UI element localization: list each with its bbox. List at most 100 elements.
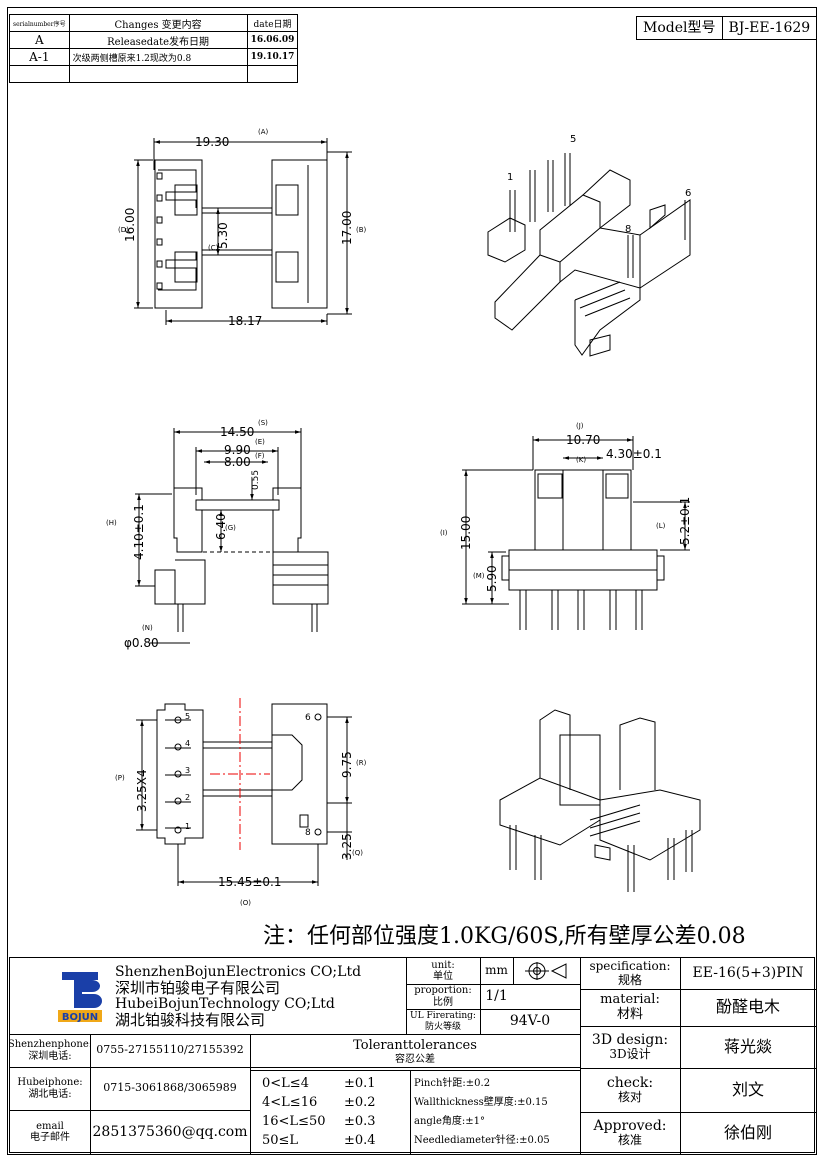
dim-bottom-top: 18.17: [228, 314, 262, 328]
pin-label: 5: [570, 134, 576, 145]
model-box: Model型号 BJ-EE-1629: [636, 16, 818, 40]
dim-q-tag: (Q): [352, 849, 363, 857]
pin-label: 2: [185, 793, 190, 802]
revision-table: serialnumber序号 Changes 变更内容 date日期 A Rel…: [9, 14, 299, 83]
bottom-view: [136, 703, 352, 886]
side-view: [462, 436, 690, 630]
top-view: [134, 138, 352, 325]
dim-c-tag: (C): [208, 244, 219, 252]
material-label: material:材料: [600, 991, 660, 1022]
company-name-en-1: ShenzhenBojunElectronics CO;Ltd: [115, 964, 362, 980]
dim-r-tag: (R): [356, 759, 367, 767]
dim-b: 17.00: [340, 211, 354, 245]
tolerance-note: Needlediameter针径:±0.05: [414, 1135, 550, 1146]
dim-p: 3.25X4: [135, 769, 149, 812]
revision-row: A Releasedate发布日期 16.06.09: [9, 31, 299, 49]
dim-d-tag: (D): [118, 226, 129, 234]
logo-text: BOJUN: [62, 1012, 98, 1023]
dim-o-tag: (O): [240, 899, 251, 907]
dim-s: 14.50: [220, 425, 254, 439]
pin-label: 8: [625, 224, 631, 235]
dim-f-tag: (F): [255, 452, 265, 460]
ul-label: UL Firerating:防火等级: [410, 1011, 476, 1032]
drawing-border: [7, 7, 817, 1155]
dim-n: φ0.80: [124, 636, 159, 650]
shenzhen-phone-label: Shenzhenphone:深圳电话:: [10, 1039, 90, 1062]
pin-label: 5: [185, 712, 190, 721]
pin-label: 8: [305, 828, 311, 838]
revision-row-empty: [9, 65, 299, 83]
check-label: check:核对: [606, 1075, 654, 1105]
pin-label: 1: [507, 172, 513, 183]
approved-value: 徐伯刚: [723, 1122, 772, 1142]
dim-o: 15.45±0.1: [218, 875, 282, 889]
strength-note: 注：任何部位强度1.0KG/60S,所有壁厚公差0.08: [263, 924, 746, 949]
shenzhen-phone-value: 0755-27155110/27155392: [96, 1043, 244, 1057]
dim-a: 19.30: [195, 135, 229, 149]
pin-label: 6: [685, 188, 691, 199]
tolerance-range: 4<L≤16: [262, 1095, 318, 1110]
pin-label: 4: [185, 739, 190, 748]
model-label: Model型号: [643, 20, 716, 36]
email-value: 2851375360@qq.com: [92, 1123, 248, 1140]
bojun-logo-icon: BOJUN: [58, 972, 102, 1023]
front-view: [135, 428, 329, 644]
hubei-phone-value: 0715-3061868/3065989: [103, 1081, 237, 1095]
tolerance-ranges: 0<L≤4±0.1 4<L≤16±0.2 16<L≤50±0.3 50≤L±0.…: [262, 1074, 407, 1154]
iso-view-bottom: [499, 709, 701, 892]
proportion-label: proportion:比例: [414, 985, 472, 1008]
dim-d: 16.00: [123, 208, 137, 242]
tolerance-notes: Pinch针距:±0.2 Wallthickness壁厚度:±0.15 angl…: [414, 1074, 580, 1154]
dim-e-tag: (E): [255, 438, 265, 446]
hubei-phone-label: Hubeiphone:湖北电话:: [17, 1077, 83, 1100]
company-names: ShenzhenBojunElectronics CO;Ltd 深圳市铂骏电子有…: [115, 964, 405, 1034]
center-lines: [210, 698, 270, 850]
dim-i: 15.00: [459, 516, 473, 550]
iso-view-top: [487, 153, 691, 357]
dim-g: 6.40: [214, 513, 228, 540]
dim-g-tag: (G): [225, 524, 236, 532]
company-name-en-2: HubeiBojunTechnology CO;Ltd: [115, 996, 335, 1012]
tolerance-value: ±0.4: [344, 1133, 376, 1148]
tolerance-note: angle角度:±1°: [414, 1116, 486, 1127]
dim-c: 5.30: [216, 222, 230, 249]
engineering-drawing: 19.30 (A) (B) (C) (D) 18.17 16.00 17.00 …: [106, 128, 701, 907]
model-number: BJ-EE-1629: [721, 17, 817, 39]
dim-j: 10.70: [566, 433, 600, 447]
unit-label: unit:单位: [431, 959, 455, 983]
tolerance-range: 0<L≤4: [262, 1076, 309, 1091]
ul-value: 94V-0: [509, 1013, 551, 1030]
dim-s-tag: (S): [258, 419, 268, 427]
dim-j-tag: (J): [576, 422, 584, 430]
company-logo: BOJUN: [58, 970, 102, 1024]
pin-label: 6: [305, 713, 311, 723]
dim-p-tag: (P): [115, 774, 125, 782]
spec-label: specification:规格: [589, 958, 671, 987]
tolerance-note: Pinch针距:±0.2: [414, 1078, 491, 1089]
dim-q: 3.25: [340, 833, 354, 860]
dim-m-tag: (M): [473, 572, 485, 580]
check-value: 刘文: [731, 1079, 764, 1099]
company-name-cn-2: 湖北铂骏科技有限公司: [115, 1011, 266, 1029]
design-label: 3D design:3D设计: [591, 1032, 669, 1062]
tolerance-value: ±0.1: [344, 1076, 376, 1091]
pin-label: 3: [185, 766, 190, 775]
dim-h-tag: (H): [106, 519, 117, 527]
pin-label: 1: [185, 822, 190, 831]
projection-symbol: [513, 958, 580, 984]
unit-value: mm: [485, 963, 508, 978]
dim-k: 4.30±0.1: [606, 447, 662, 461]
company-name-cn-1: 深圳市铂骏电子有限公司: [115, 979, 281, 997]
design-value: 蒋光燚: [723, 1036, 772, 1056]
dim-f: 8.00: [224, 455, 251, 469]
tolerance-range: 50≤L: [262, 1133, 299, 1148]
tolerance-note: Wallthickness壁厚度:±0.15: [414, 1097, 548, 1108]
dim-l: 5.2±0.1: [678, 497, 692, 545]
dim-m: 5.90: [485, 565, 499, 592]
revision-row: A-1 次级两侧槽原来1.2现改为0.8 19.10.17: [9, 48, 299, 66]
projection-icon: [524, 962, 566, 980]
material-value: 酚醛电木: [715, 997, 780, 1017]
dim-h: 4.10±0.1: [132, 504, 146, 560]
